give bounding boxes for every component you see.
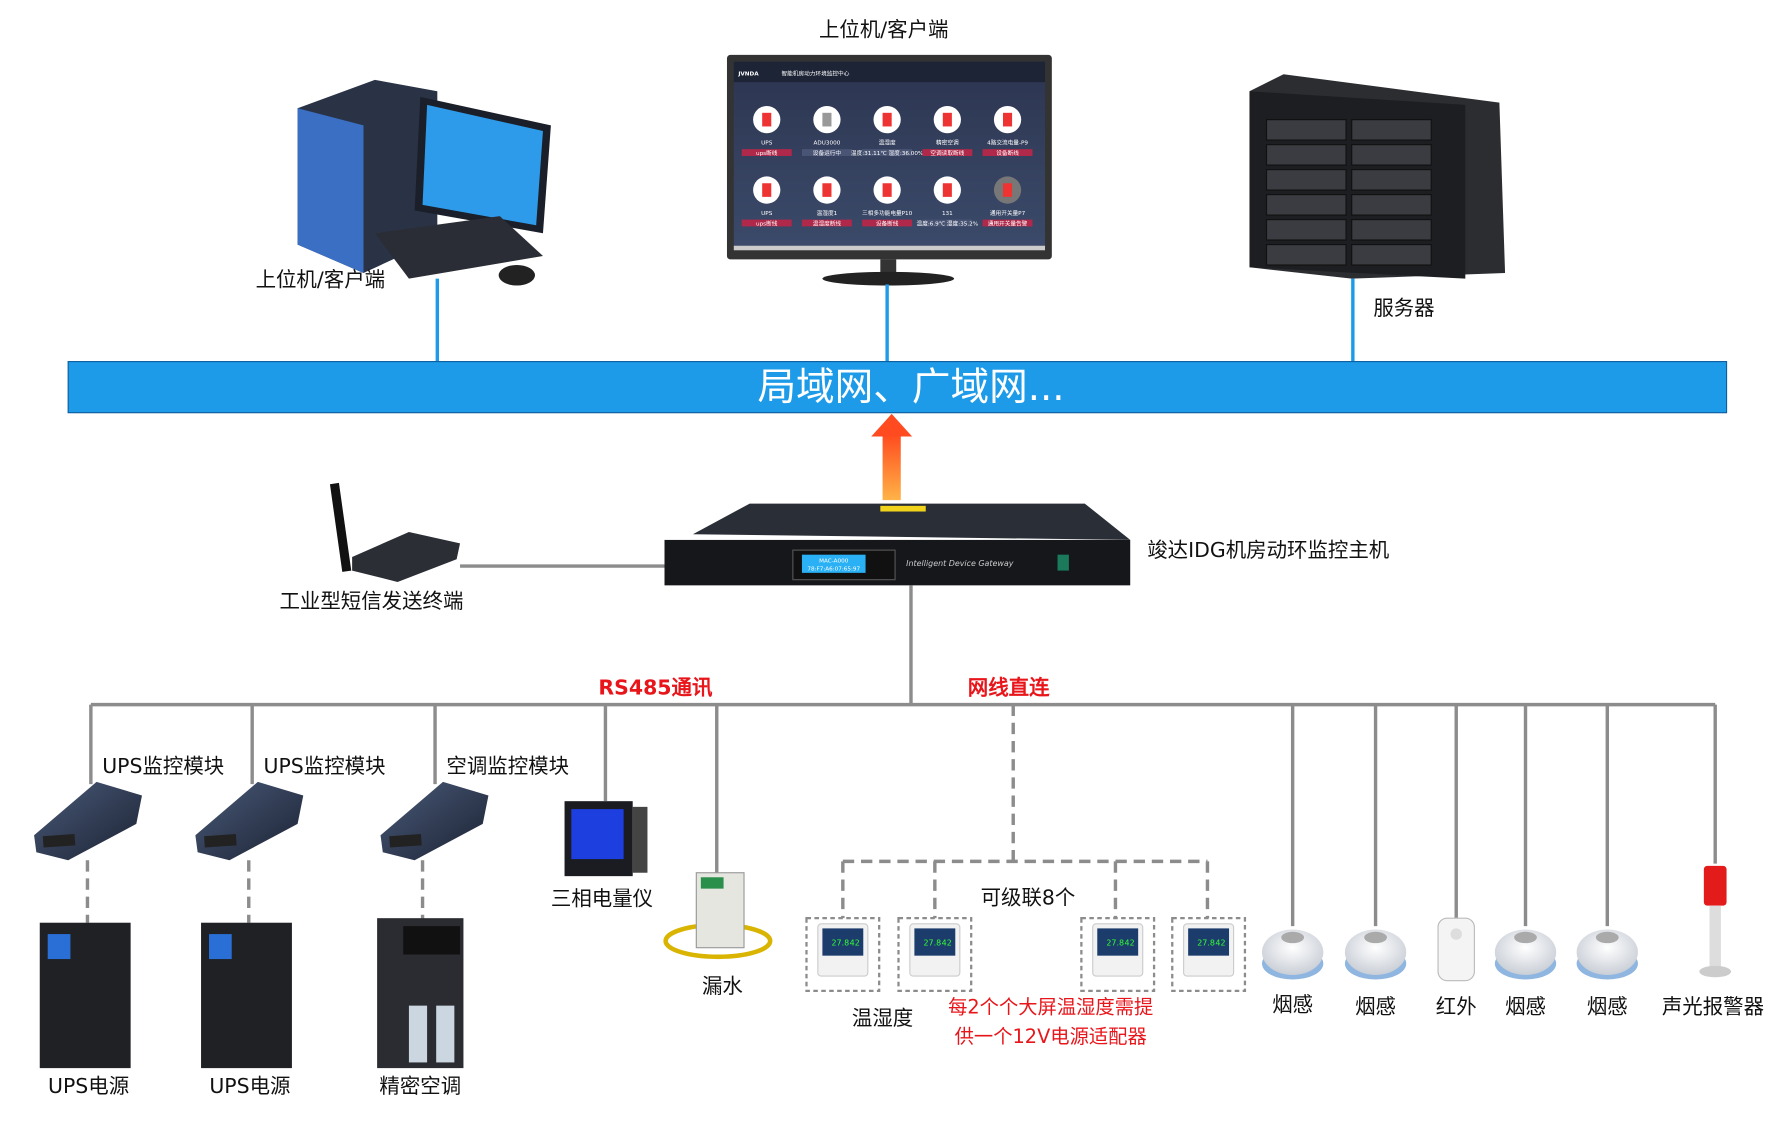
sms-terminal-image bbox=[329, 482, 461, 582]
device-label: 精密空调 bbox=[379, 1074, 461, 1098]
ethernet-label: 网线直连 bbox=[968, 675, 1050, 699]
temp-reading: 27.8 bbox=[923, 938, 941, 947]
ups-image bbox=[201, 922, 292, 1069]
monitor-image: JVNDA 智能机房动力环境监控中心 UPSups断线ADU3000设备运行中温… bbox=[726, 54, 1052, 286]
temp-reading: 27.8 bbox=[1106, 938, 1124, 947]
precision-ac-image bbox=[377, 918, 464, 1069]
monitor-module-image bbox=[195, 781, 304, 861]
tile-status: ups断线 bbox=[756, 219, 778, 227]
monitor-title: 上位机/客户端 bbox=[819, 18, 949, 42]
tile-status: ups断线 bbox=[756, 149, 778, 157]
temp-reading: 27.8 bbox=[1197, 938, 1215, 947]
temp-reading: 27.8 bbox=[831, 938, 849, 947]
up-arrow-icon bbox=[871, 413, 913, 501]
tile-status: 设备断线 bbox=[996, 149, 1019, 157]
screen-tile: 三相多功能电量P10 设备断线 bbox=[862, 176, 913, 227]
tile-name: 精密空调 bbox=[936, 139, 959, 147]
screen-tile: UPS ups断线 bbox=[741, 176, 792, 227]
network-bar bbox=[67, 361, 1728, 414]
network-bar-label: 局域网、广域网... bbox=[757, 365, 1064, 410]
temp-cascade-links bbox=[841, 704, 1210, 919]
humidity-reading: 42 bbox=[1125, 938, 1135, 947]
module-label: UPS监控模块 bbox=[102, 754, 224, 778]
monitoring-host-image: MAC-A000 78:F7:A6:07:65:97 Intelligent D… bbox=[664, 503, 1131, 586]
tile-name: 131 bbox=[942, 211, 953, 217]
humidity-reading: 42 bbox=[1215, 938, 1225, 947]
tile-status: 设备断线 bbox=[876, 219, 899, 227]
screen-tile: ADU3000 设备运行中 bbox=[801, 106, 852, 157]
cascade-label: 可级联8个 bbox=[981, 886, 1076, 910]
smoke-detector-image bbox=[1576, 929, 1638, 980]
device-label: 声光报警器 bbox=[1662, 995, 1764, 1019]
tile-status: 通用开关量告警 bbox=[988, 219, 1028, 227]
tile-name: UPS bbox=[761, 141, 773, 147]
tile-name: 4路交流电量-P9 bbox=[987, 139, 1028, 147]
tile-name: 温湿度 bbox=[879, 139, 896, 147]
server-label: 服务器 bbox=[1373, 296, 1434, 320]
screen-tile: 温湿度1 温湿度断线 bbox=[801, 176, 852, 227]
module-label: 空调监控模块 bbox=[446, 754, 569, 778]
module-label: UPS监控模块 bbox=[264, 754, 386, 778]
screen-tile: UPS ups断线 bbox=[741, 106, 792, 157]
tile-name: 温湿度1 bbox=[817, 209, 838, 217]
monitor-module-image bbox=[34, 781, 142, 861]
alarm-light-image bbox=[1699, 865, 1732, 978]
tile-status: 温度:6.9℃ 湿度:35.2% bbox=[917, 219, 979, 227]
leak-label: 漏水 bbox=[702, 974, 743, 998]
device-label: 烟感 bbox=[1355, 995, 1396, 1019]
screen-brand: JVNDA bbox=[737, 71, 759, 77]
tile-name: 通用开关量P7 bbox=[990, 209, 1026, 217]
screen-tile: 通用开关量P7 通用开关量告警 bbox=[982, 176, 1033, 227]
power-note-line1: 每2个个大屏温湿度需提 bbox=[948, 996, 1153, 1019]
rs485-label: RS485通讯 bbox=[598, 675, 713, 699]
device-label: 烟感 bbox=[1505, 995, 1546, 1019]
screen-title: 智能机房动力环境监控中心 bbox=[781, 69, 849, 77]
ups-image bbox=[39, 922, 131, 1069]
device-label: UPS电源 bbox=[48, 1074, 129, 1098]
power-meter-image bbox=[564, 801, 648, 877]
server-image bbox=[1249, 74, 1506, 279]
screen-tile: 4路交流电量-P9 设备断线 bbox=[982, 106, 1033, 157]
sms-label: 工业型短信发送终端 bbox=[279, 589, 463, 613]
smoke-detector-image bbox=[1344, 929, 1407, 980]
screen-tile: 131 温度:6.9℃ 湿度:35.2% bbox=[917, 176, 979, 227]
device-label: 烟感 bbox=[1587, 995, 1628, 1019]
tile-status: 设备运行中 bbox=[813, 149, 842, 157]
tile-name: 三相多功能电量P10 bbox=[862, 209, 913, 217]
device-label: 红外 bbox=[1436, 995, 1477, 1019]
leak-sensor-image bbox=[663, 872, 773, 960]
infrared-sensor-image bbox=[1437, 917, 1475, 982]
tile-status: 空调读取断线 bbox=[930, 149, 964, 157]
host-front-text: Intelligent Device Gateway bbox=[906, 559, 1014, 568]
tile-name: ADU3000 bbox=[814, 141, 841, 147]
monitor-module-image bbox=[380, 781, 489, 861]
meter-label: 三相电量仪 bbox=[551, 887, 653, 911]
device-label: UPS电源 bbox=[209, 1074, 290, 1098]
device-label: 烟感 bbox=[1272, 992, 1313, 1016]
tile-name: UPS bbox=[761, 211, 773, 217]
desktop-pc-image bbox=[297, 79, 551, 286]
host-lcd-line2: 78:F7:A6:07:65:97 bbox=[807, 567, 860, 573]
host-lcd-line1: MAC-A000 bbox=[819, 559, 849, 565]
host-label: 竣达IDG机房动环监控主机 bbox=[1147, 538, 1389, 562]
power-note-line2: 供一个12V电源适配器 bbox=[955, 1025, 1147, 1048]
tile-status: 温度:31.11℃ 湿度:36.00% bbox=[851, 149, 924, 157]
humidity-reading: 42 bbox=[850, 938, 860, 947]
temp-humidity-label: 温湿度 bbox=[852, 1006, 913, 1030]
tile-status: 温湿度断线 bbox=[813, 219, 842, 227]
smoke-detector-image bbox=[1494, 929, 1557, 980]
smoke-detector-image bbox=[1261, 929, 1324, 980]
pc-label: 上位机/客户端 bbox=[256, 268, 386, 292]
humidity-reading: 42 bbox=[942, 938, 952, 947]
